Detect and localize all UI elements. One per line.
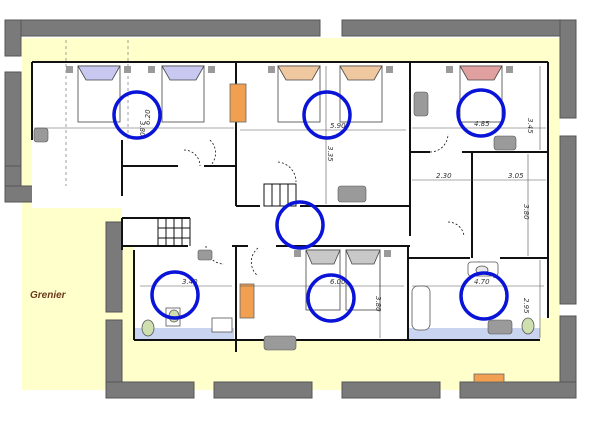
dim-hall-e-depth: 3.80 [522, 204, 530, 220]
staircase [157, 183, 297, 246]
dim-hall-e-b: 3.05 [508, 172, 524, 180]
night-tables [66, 66, 513, 257]
dim-room-s-width: 6.00 [330, 278, 346, 286]
dim-hall-e-a: 2.30 [436, 172, 452, 180]
dim-room-n-width: 5.90 [330, 122, 346, 130]
marker-room-n [302, 90, 352, 140]
dim-room-s-depth: 3.80 [374, 296, 382, 312]
furniture [33, 91, 517, 351]
marker-landing [275, 200, 325, 250]
marker-room-se [459, 271, 509, 321]
cabinets [229, 83, 505, 383]
dimension-labels: 6.20 3.80 5.90 3.35 4.85 3.45 2.30 3.05 … [138, 109, 534, 314]
dim-room-se-depth: 2.95 [522, 298, 530, 314]
room-markers [112, 88, 509, 323]
dim-room-se-width: 4.70 [474, 278, 490, 286]
dim-room-ne-width: 4.85 [474, 120, 490, 128]
outer-walls [4, 19, 577, 399]
living-area [32, 62, 548, 340]
dim-room-nw-depth: 3.80 [138, 121, 146, 137]
marker-room-nw [112, 90, 162, 140]
interior-walls [31, 61, 549, 352]
dim-room-sw-width: 3.40 [182, 278, 198, 286]
dimension-lines [34, 66, 546, 338]
attic-label: Grenier [30, 290, 67, 301]
marker-room-s [306, 273, 356, 323]
dim-room-nw-width: 6.20 [144, 109, 152, 125]
marker-room-sw [150, 270, 200, 320]
marker-room-ne [456, 88, 506, 138]
dim-room-ne-depth: 3.45 [526, 118, 534, 134]
dim-room-n-depth: 3.35 [326, 146, 334, 162]
slope-lines [65, 40, 129, 186]
